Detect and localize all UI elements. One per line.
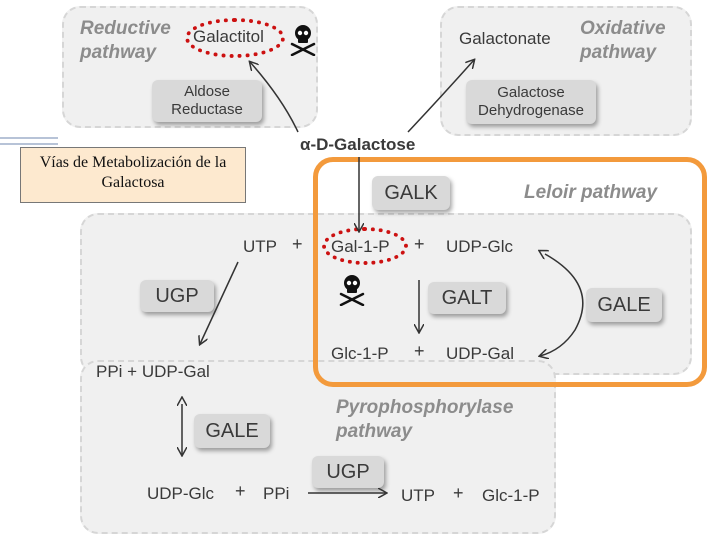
leloir-pathway-label: Leloir pathway [524, 182, 658, 203]
toxic-ring-gal-1-p [322, 227, 408, 265]
plus-sign: + [414, 234, 425, 254]
toxic-ring-galactitol [185, 18, 285, 58]
leloir-highlight-border [313, 157, 707, 387]
galactose-dehydrogenase-enzyme: Galactose Dehydrogenase [466, 80, 596, 124]
gale-leloir-enzyme: GALE [586, 288, 662, 322]
reductive-pathway-label: Reductive pathway [80, 18, 171, 63]
utp-node: UTP [243, 237, 277, 256]
udp-gal-node: UDP-Gal [446, 344, 515, 363]
enzyme-line: Dehydrogenase [478, 102, 584, 119]
skull-crossbones-icon [339, 275, 365, 306]
plus-sign: + [453, 483, 464, 503]
ugp-bottom-enzyme: UGP [312, 456, 384, 488]
plus-sign: + [235, 481, 246, 501]
plus-sign: + [292, 234, 303, 254]
enzyme-line: Aldose [184, 83, 230, 100]
alpha-d-galactose-node: α-D-Galactose [300, 135, 416, 154]
decorative-line [0, 137, 58, 139]
pyrophosphorylase-panel [80, 360, 556, 534]
galk-enzyme: GALK [372, 176, 450, 210]
udp-glc-bottom-node: UDP-Glc [147, 484, 215, 503]
pyrophosphorylase-pathway-label: Pyrophosphorylase pathway [336, 397, 514, 442]
ugp-enzyme: UGP [140, 280, 214, 312]
plus-sign: + [414, 341, 425, 361]
glc-1-p-node: Glc-1-P [331, 344, 389, 363]
oxidative-pathway-label: Oxidative pathway [580, 18, 666, 63]
skull-crossbones-icon [290, 25, 316, 56]
aldose-reductase-enzyme: Aldose Reductase [152, 80, 262, 122]
galt-enzyme: GALT [428, 282, 506, 314]
glc-1-p-bottom-node: Glc-1-P [482, 486, 540, 505]
udp-glc-node: UDP-Glc [446, 237, 514, 256]
enzyme-line: Reductase [171, 101, 243, 118]
decorative-line [0, 143, 58, 145]
enzyme-line: Galactose [497, 84, 565, 101]
page-title: Vías de Metabolización de la Galactosa [20, 147, 246, 203]
ppi-udp-gal-node: PPi + UDP-Gal [96, 362, 210, 381]
utp-bottom-node: UTP [401, 486, 435, 505]
gale-enzyme: GALE [194, 414, 270, 448]
galactonate-node: Galactonate [459, 29, 551, 48]
ppi-node: PPi [263, 484, 290, 503]
